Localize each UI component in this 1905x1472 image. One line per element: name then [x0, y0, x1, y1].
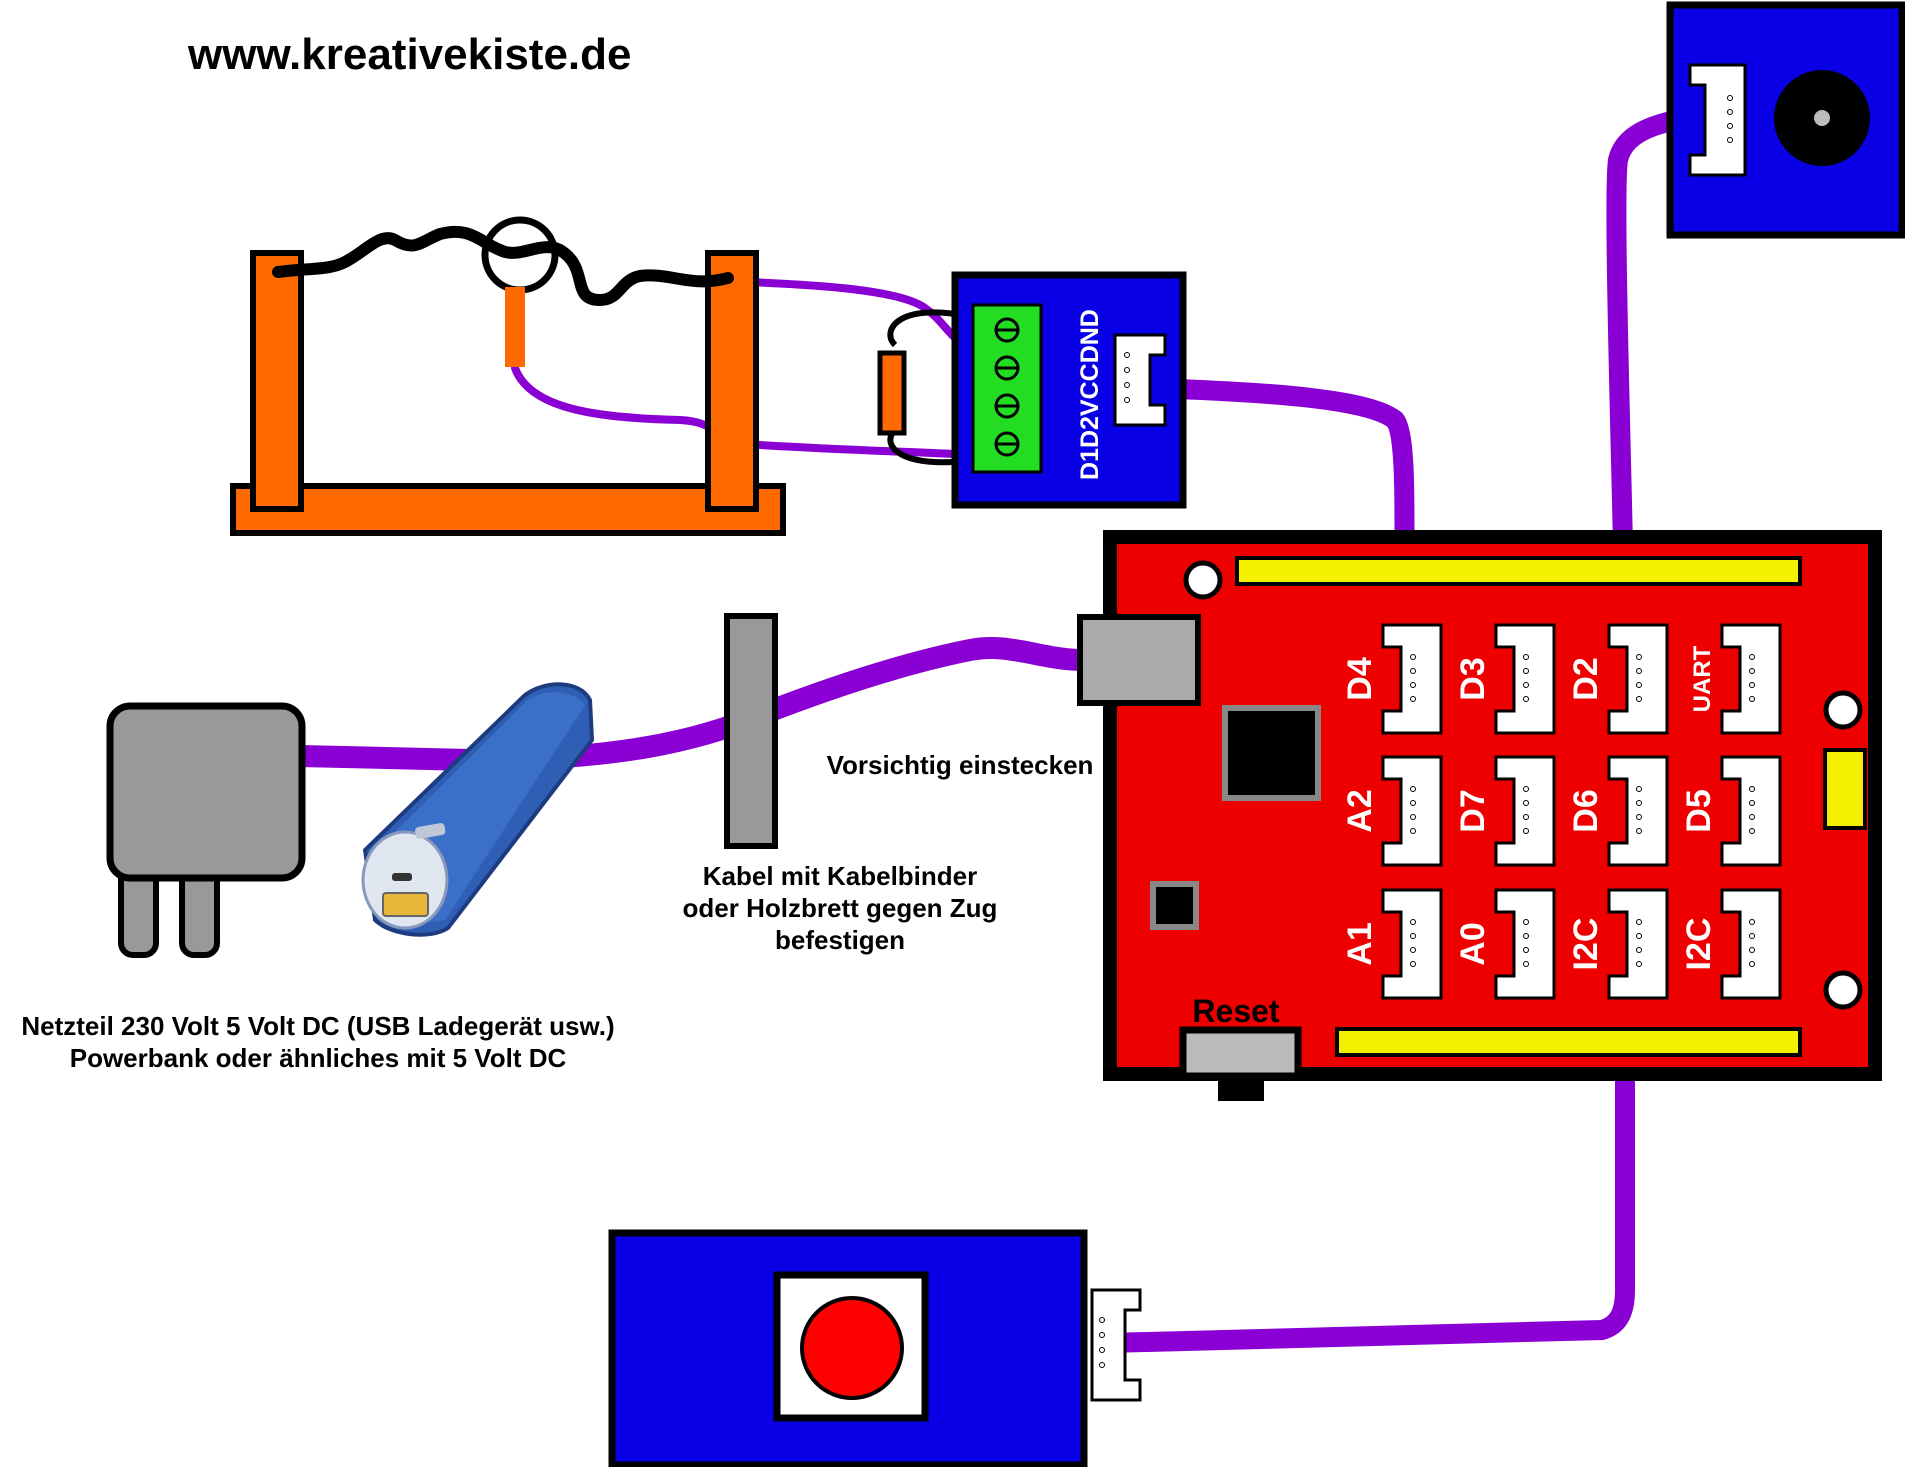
- port-label: A2: [1341, 789, 1379, 832]
- chip: [1222, 705, 1321, 801]
- grove-port-d3: D3: [1454, 623, 1556, 735]
- port-label: D6: [1567, 789, 1605, 832]
- reset-label: Reset: [1192, 993, 1280, 1029]
- wire-frame-top: [744, 278, 979, 356]
- mount-hole: [1823, 970, 1863, 1010]
- barrel-jack: [1077, 614, 1201, 706]
- frame-post-right: [705, 250, 759, 512]
- port-label: D5: [1680, 789, 1718, 832]
- header-bottom: [1335, 1027, 1802, 1057]
- charger-body: [106, 702, 306, 882]
- grove-port-d4: D4: [1341, 623, 1443, 735]
- adapter-grove-connector: [1113, 333, 1167, 427]
- strain-caption-line3: befestigen: [774, 925, 906, 955]
- mount-hole: [1823, 690, 1863, 730]
- port-label: UART: [1689, 645, 1716, 712]
- terminal-screws: [994, 317, 1020, 457]
- power-caption: Netzteil 230 Volt 5 Volt DC (USB Ladeger…: [0, 1010, 636, 1074]
- port-label: D7: [1454, 789, 1492, 832]
- plug-note: Vorsichtig einstecken: [827, 750, 1094, 780]
- port-label: I2C: [1680, 918, 1718, 971]
- mount-hole: [1183, 560, 1223, 600]
- powerbank: [361, 682, 595, 937]
- resistor: [877, 350, 907, 436]
- port-label: I2C: [1567, 918, 1605, 971]
- button-icon: [800, 1296, 904, 1400]
- frame-post-left: [250, 250, 304, 512]
- buzzer-grove-connector: [1688, 63, 1747, 177]
- usb-charger: [106, 702, 306, 958]
- buzzer-module: [1666, 1, 1905, 239]
- site-title: www.kreativekiste.de: [188, 30, 632, 79]
- wire-power: [289, 636, 1096, 772]
- header-side: [1823, 748, 1867, 830]
- port-label: D3: [1454, 657, 1492, 700]
- push-button-module: [608, 1229, 1142, 1469]
- port-label: D4: [1341, 657, 1379, 701]
- hot-wire: [272, 225, 734, 307]
- grove-port-d6: D6: [1567, 755, 1669, 867]
- power-caption-line2: Powerbank oder ähnliches mit 5 Volt DC: [69, 1043, 567, 1073]
- port-label: A0: [1454, 922, 1492, 965]
- adapter-pin-labels: D1D2VCCDND: [1076, 309, 1104, 480]
- reset-button-base: [1218, 1076, 1264, 1101]
- grove-port-i2c: I2C: [1567, 888, 1669, 1000]
- grove-port-d7: D7: [1454, 755, 1556, 867]
- strain-caption: Kabel mit Kabelbinder oder Holzbrett geg…: [640, 860, 1040, 956]
- loop-handle: [505, 287, 525, 367]
- strain-caption-line1: Kabel mit Kabelbinder: [702, 861, 978, 891]
- terminal-adapter-module: D1D2VCCDND: [877, 271, 1187, 509]
- wire-d6: [1098, 820, 1635, 1353]
- grove-port-d5: D5: [1680, 755, 1782, 867]
- powerbank-led: [414, 823, 446, 839]
- grove-port-uart: UART: [1689, 623, 1782, 735]
- header-top: [1235, 556, 1802, 586]
- grove-port-i2c: I2C: [1680, 888, 1782, 1000]
- reset-button: [1179, 1026, 1302, 1080]
- micro-usb-port: [392, 873, 412, 881]
- usb-port: [382, 892, 429, 917]
- grove-port-a0: A0: [1454, 888, 1556, 1000]
- frame-base: [230, 483, 786, 536]
- power-caption-line1: Netzteil 230 Volt 5 Volt DC (USB Ladeger…: [21, 1011, 615, 1041]
- port-label: A1: [1341, 922, 1379, 965]
- button-grove-connector: [1090, 1288, 1142, 1402]
- grove-port-a2: A2: [1341, 755, 1443, 867]
- strain-relief-bar: [724, 613, 778, 849]
- small-chip: [1150, 881, 1199, 930]
- grove-port-d2: D2: [1567, 623, 1669, 735]
- hot-wire-frame: [230, 216, 786, 536]
- port-label: D2: [1567, 657, 1605, 700]
- strain-caption-line2: oder Holzbrett gegen Zug: [682, 893, 998, 923]
- grove-port-a1: A1: [1341, 888, 1443, 1000]
